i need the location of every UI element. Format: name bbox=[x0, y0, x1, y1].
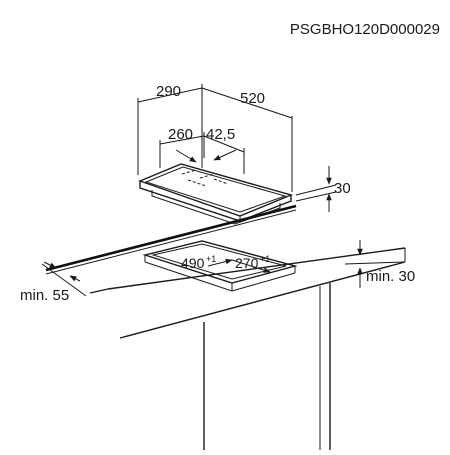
hob-unit bbox=[138, 163, 294, 225]
dimension-cutout: 490 +1 270 +1 bbox=[181, 254, 271, 273]
label-inner-offset: 42,5 bbox=[206, 126, 235, 143]
dimension-width: 520 bbox=[201, 87, 293, 192]
label-width: 520 bbox=[240, 90, 265, 107]
dimension-height: 30 bbox=[295, 166, 351, 212]
document-code: PSGBHO120D000029 bbox=[290, 21, 440, 38]
label-height: 30 bbox=[334, 180, 351, 197]
worktop-front-edge bbox=[89, 288, 109, 294]
hob-underside bbox=[151, 190, 281, 225]
label-cutout-depth-tolerance: +1 bbox=[260, 254, 270, 264]
label-min-top: min. 30 bbox=[366, 268, 415, 285]
worktop bbox=[45, 204, 406, 339]
hob-top-edge bbox=[144, 166, 287, 213]
label-cutout-width: 490 bbox=[181, 255, 205, 271]
dimension-min-top: min. 30 bbox=[344, 240, 415, 288]
label-cutout-width-tolerance: +1 bbox=[206, 254, 216, 264]
burner-marks bbox=[181, 169, 229, 187]
dimension-min-front: min. 55 bbox=[20, 261, 87, 304]
cabinet bbox=[203, 283, 331, 450]
label-inner-depth: 260 bbox=[168, 126, 193, 143]
label-cutout-depth: 270 bbox=[235, 255, 259, 271]
label-min-front: min. 55 bbox=[20, 287, 69, 304]
hob-top-surface bbox=[138, 163, 294, 217]
label-depth: 290 bbox=[156, 83, 181, 100]
dimension-inner: 260 42,5 bbox=[159, 126, 245, 174]
worktop-back-edge bbox=[45, 204, 297, 272]
worktop-cutout bbox=[142, 240, 298, 292]
worktop-front-lip bbox=[119, 261, 406, 339]
dimension-depth: 290 bbox=[137, 83, 203, 175]
